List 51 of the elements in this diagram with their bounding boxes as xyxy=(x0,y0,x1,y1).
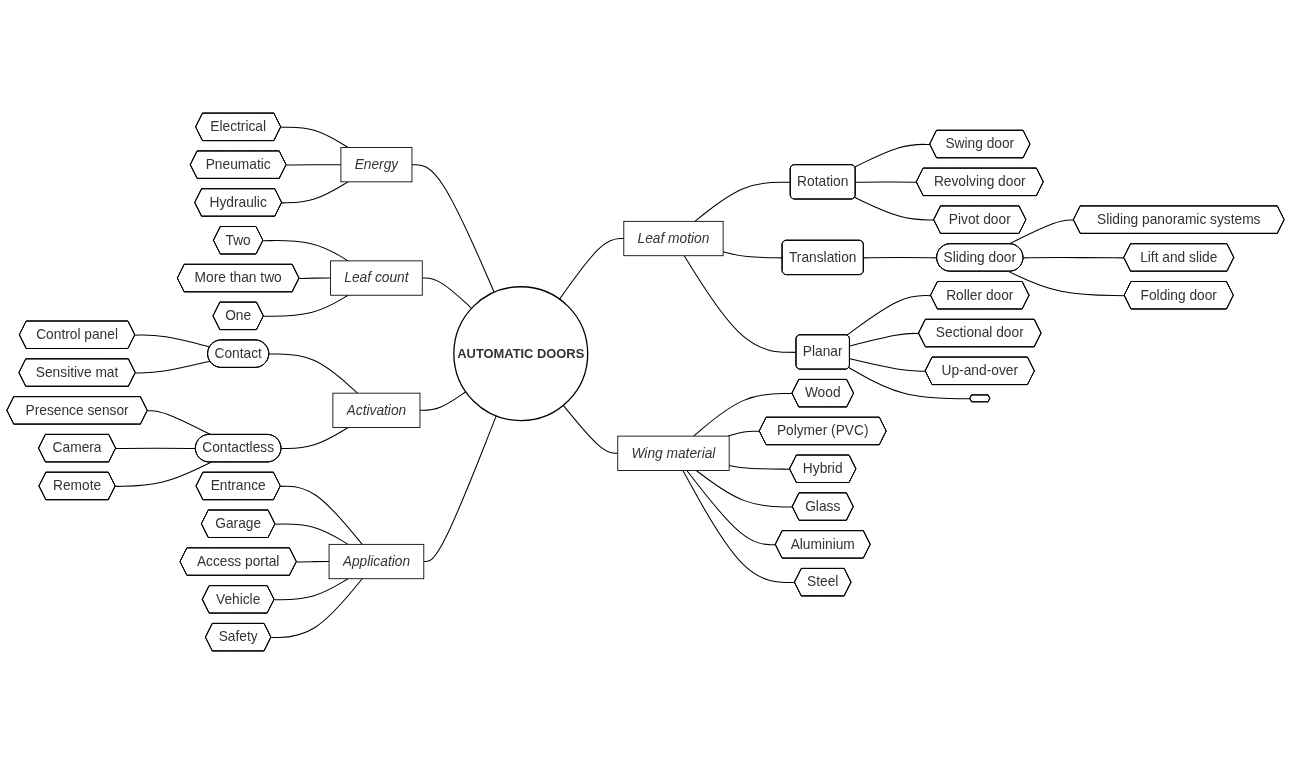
node-box: Leaf count xyxy=(330,260,423,296)
connector xyxy=(1008,219,1075,245)
node-box: Application xyxy=(328,543,425,580)
connector xyxy=(848,367,971,400)
connector xyxy=(280,485,363,545)
connector xyxy=(722,251,784,259)
connector xyxy=(281,181,349,204)
connector xyxy=(263,294,349,317)
connector xyxy=(1022,257,1125,259)
connector xyxy=(298,277,332,279)
connector xyxy=(421,277,473,309)
connector xyxy=(135,360,211,374)
connector xyxy=(728,464,791,470)
node-circle: AUTOMATIC DOORS xyxy=(453,286,589,422)
node-box: Wing material xyxy=(617,435,730,471)
connector xyxy=(849,358,927,372)
connector xyxy=(273,578,349,601)
node-box: Activation xyxy=(332,392,421,428)
connector xyxy=(423,415,497,563)
connector xyxy=(863,257,938,259)
connector xyxy=(854,197,935,221)
connector xyxy=(411,164,495,293)
connector xyxy=(280,126,349,148)
connector xyxy=(846,295,932,336)
connector xyxy=(693,393,793,437)
connector xyxy=(855,181,918,183)
connector xyxy=(115,447,197,450)
node-box: Energy xyxy=(340,147,413,183)
connector xyxy=(683,255,797,353)
connector xyxy=(559,238,625,300)
connector xyxy=(682,469,796,584)
connector xyxy=(262,240,349,262)
connector xyxy=(115,461,212,487)
connector xyxy=(274,523,349,545)
connector xyxy=(854,143,931,168)
connector xyxy=(562,404,619,454)
connector xyxy=(134,334,211,348)
connector xyxy=(695,469,794,508)
connector xyxy=(268,353,359,394)
connector xyxy=(849,332,920,347)
connector xyxy=(727,430,761,437)
connector xyxy=(280,427,349,450)
connector xyxy=(419,391,467,411)
connector xyxy=(1008,271,1126,297)
connector xyxy=(296,561,330,563)
node-box: Leaf motion xyxy=(623,220,724,257)
connector xyxy=(270,578,363,639)
connector xyxy=(694,181,792,222)
connector xyxy=(285,164,342,166)
connector xyxy=(147,410,212,436)
connector xyxy=(686,469,777,546)
